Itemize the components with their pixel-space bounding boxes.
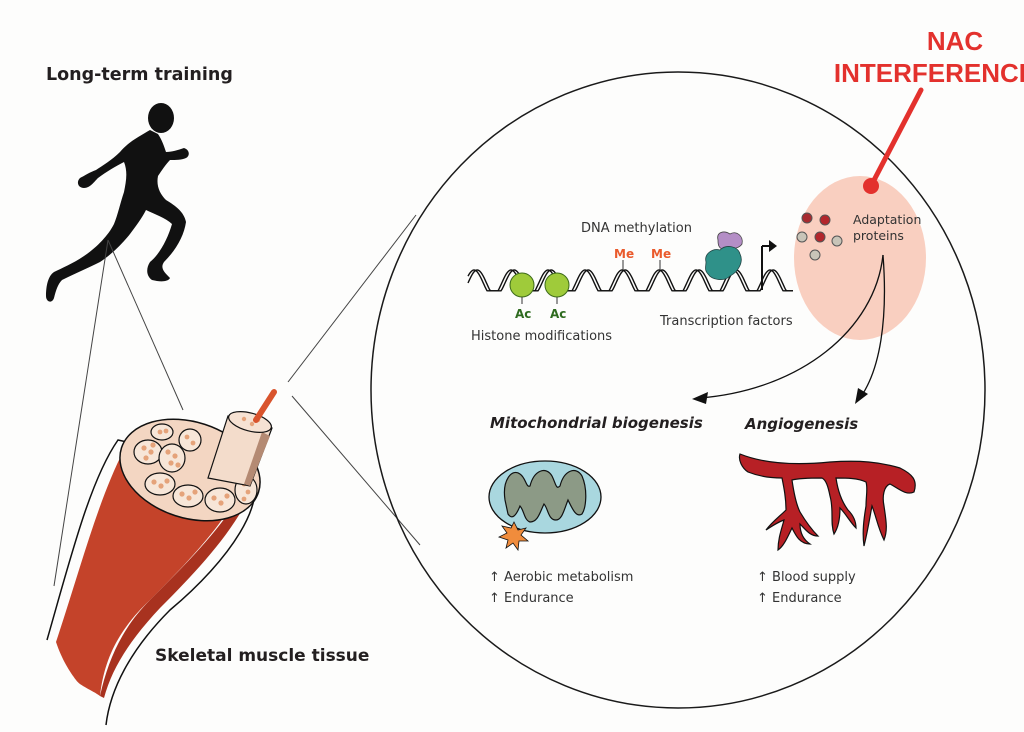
zoom-line-left — [53, 239, 109, 587]
skeletal-muscle-icon — [46, 389, 277, 726]
acetyl-mark-2: Ac — [550, 307, 566, 321]
burst-icon — [497, 521, 530, 552]
zoom-circle — [370, 71, 986, 709]
zoom-line-bottom — [291, 395, 421, 546]
interference-label: INTERFERENCE — [834, 58, 1024, 88]
arrowhead-angio — [855, 388, 868, 404]
mitochondrion-icon — [488, 460, 602, 552]
nac-pointer-line — [869, 87, 924, 187]
angio-effect-2: ↑ Endurance — [757, 591, 842, 606]
mito-biogenesis-title: Mitochondrial biogenesis — [490, 414, 703, 432]
dna-methylation-label: DNA methylation — [581, 221, 692, 236]
mito-effect-2: ↑ Endurance — [489, 591, 574, 606]
arrow-to-angiogenesis — [859, 254, 886, 399]
adaptation-label-2: proteins — [853, 228, 904, 243]
runner-icon — [46, 103, 189, 302]
mito-effect-1: ↑ Aerobic metabolism — [489, 570, 633, 585]
adaptation-label-1: Adaptation — [853, 212, 921, 227]
long-term-training-title: Long-term training — [46, 65, 233, 85]
methyl-mark-2: Me — [651, 247, 671, 261]
arrowhead-mito — [692, 392, 708, 404]
angiogenesis-title: Angiogenesis — [744, 415, 858, 433]
zoom-line-right — [107, 239, 184, 411]
transcription-factor-icon — [705, 231, 743, 280]
blood-vessel-icon — [738, 453, 916, 552]
histone-icon — [509, 272, 570, 304]
angio-effect-1: ↑ Blood supply — [757, 570, 856, 585]
acetyl-mark-1: Ac — [515, 307, 531, 321]
transcription-factors-label: Transcription factors — [659, 314, 793, 329]
nac-pointer-dot — [863, 178, 879, 194]
transcription-start-arrow-icon — [761, 240, 777, 290]
methyl-mark-1: Me — [614, 247, 634, 261]
zoom-line-top — [287, 214, 417, 383]
skeletal-muscle-label: Skeletal muscle tissue — [155, 646, 369, 666]
adaptation-protein-dots — [796, 212, 843, 261]
histone-modifications-label: Histone modifications — [471, 329, 612, 344]
nac-label: NAC — [927, 26, 984, 56]
arrow-to-mitochondria — [699, 254, 884, 399]
pathway-arrows — [699, 254, 886, 399]
